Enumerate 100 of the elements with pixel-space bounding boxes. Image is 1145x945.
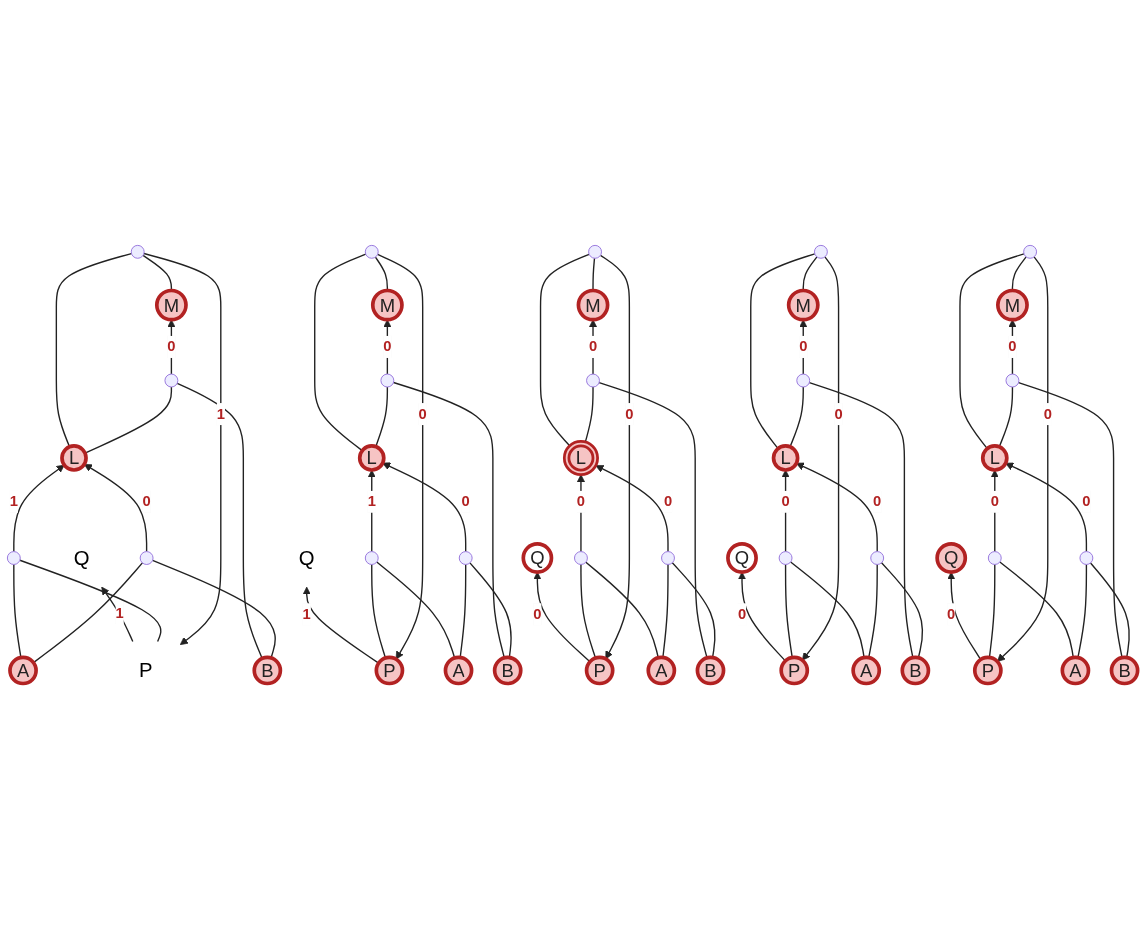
connector — [998, 386, 1014, 448]
edge-label: 0 — [142, 493, 151, 510]
edge-label: 0 — [418, 405, 427, 422]
node-text: Q — [298, 546, 315, 570]
node-circle — [588, 245, 602, 259]
arrow — [796, 462, 878, 553]
edge-label: 0 — [1008, 338, 1017, 355]
node-text: Q — [73, 546, 90, 570]
node-circle — [586, 373, 600, 388]
edge-label: 1 — [9, 493, 18, 510]
node-circle — [164, 373, 179, 388]
connector — [19, 559, 162, 643]
connector — [314, 253, 367, 452]
node-circle — [139, 551, 154, 565]
arrow — [588, 319, 598, 375]
arrow — [83, 463, 148, 553]
arrow — [595, 465, 669, 553]
edge-label: 0 — [737, 606, 747, 622]
node-circle — [364, 245, 379, 259]
node-circle: L — [980, 444, 1009, 472]
node-circle — [814, 245, 828, 259]
connector — [32, 562, 144, 664]
edge-label: 0 — [799, 338, 808, 355]
arrow — [13, 464, 65, 553]
node-circle: A — [443, 655, 474, 686]
edge-label: 0 — [990, 493, 999, 510]
connector — [375, 386, 389, 448]
arrow — [383, 319, 392, 375]
connector — [580, 563, 597, 659]
edge-label: 0 — [1082, 493, 1091, 510]
node-circle: Q — [521, 542, 554, 575]
node-circle: P — [374, 655, 405, 686]
arrow — [799, 319, 808, 375]
node-circle — [380, 373, 395, 388]
arrow — [599, 254, 631, 660]
connector — [959, 253, 1025, 450]
edge-label: 0 — [781, 493, 790, 510]
node-circle: L — [60, 444, 88, 472]
node-circle: P — [584, 655, 615, 686]
edge-label: 0 — [625, 405, 634, 422]
node-circle: L — [771, 444, 800, 472]
node-circle: M — [154, 288, 188, 322]
arrow — [576, 474, 585, 553]
node-circle — [1079, 551, 1094, 565]
edge-label: 0 — [576, 493, 586, 510]
connector — [371, 563, 387, 659]
node-circle — [6, 551, 21, 565]
connector — [539, 253, 590, 447]
node-circle: B — [252, 655, 283, 686]
node-circle — [130, 245, 145, 259]
arrow — [302, 586, 380, 664]
node-circle — [364, 551, 379, 565]
connector — [598, 381, 708, 659]
edge-label: 0 — [167, 338, 176, 355]
edge-label: 0 — [873, 493, 882, 510]
node-circle: L — [357, 444, 386, 472]
node-circle — [987, 551, 1002, 565]
edge-label: 0 — [947, 606, 956, 622]
arrow — [801, 256, 840, 661]
connector — [55, 252, 133, 448]
arrow — [101, 586, 134, 643]
node-circle: M — [576, 288, 610, 322]
connector — [151, 559, 276, 659]
edge-label: 0 — [533, 606, 542, 622]
edge-label: 0 — [383, 338, 392, 355]
connector — [750, 253, 816, 450]
node-circle — [870, 551, 885, 565]
edge-label: 0 — [461, 493, 470, 510]
node-circle: M — [370, 288, 404, 322]
node-circle — [661, 551, 675, 565]
node-circle: P — [779, 655, 810, 686]
node-circle: A — [1060, 655, 1091, 686]
arrow — [167, 319, 176, 375]
node-circle: A — [646, 655, 677, 686]
node-circle: A — [8, 655, 38, 686]
node-circle: M — [996, 288, 1029, 322]
node-circle — [778, 551, 793, 565]
edge-label: 1 — [115, 604, 124, 621]
node-circle: B — [1109, 655, 1140, 686]
node-circle: B — [492, 655, 523, 686]
node-circle — [1005, 373, 1020, 388]
node-circle: B — [900, 655, 931, 686]
node-circle: P — [972, 655, 1003, 686]
node-text: P — [139, 659, 153, 683]
edge-label: 1 — [367, 493, 376, 510]
edge-label: 1 — [302, 606, 311, 622]
edge-label: 1 — [216, 405, 225, 422]
node-circle: L — [562, 440, 599, 477]
arrow — [376, 253, 424, 660]
edge-label: 0 — [588, 338, 598, 355]
node-circle: B — [695, 655, 726, 686]
arrow — [1008, 319, 1017, 375]
node-circle: Q — [935, 542, 968, 575]
arrow — [143, 252, 222, 646]
connector — [584, 386, 594, 443]
node-circle — [574, 551, 588, 565]
edge-label: 0 — [834, 405, 843, 422]
node-circle — [796, 373, 811, 388]
connector — [376, 561, 456, 659]
arrow — [382, 462, 467, 553]
